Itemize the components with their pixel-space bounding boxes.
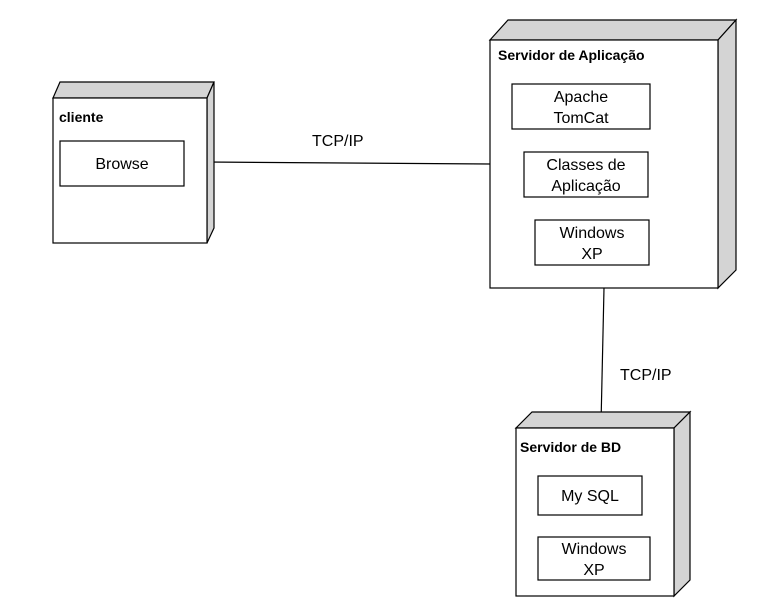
connection-line-app-bd bbox=[600, 287, 605, 425]
component-classes-aplicacao-line1: Classes de bbox=[546, 157, 625, 174]
component-windows-xp-app: Windows XP bbox=[534, 219, 650, 266]
component-windows-xp-bd-line1: Windows bbox=[562, 541, 627, 558]
node-bd-top-face bbox=[514, 411, 692, 429]
component-browse-label: Browse bbox=[95, 156, 148, 173]
node-servidor-aplicacao: Servidor de Aplicação Apache TomCat Clas… bbox=[488, 18, 738, 290]
component-mysql-label: My SQL bbox=[561, 488, 619, 505]
component-browse: Browse bbox=[59, 140, 185, 187]
node-cliente: cliente Browse bbox=[52, 81, 215, 244]
component-windows-xp-app-line2: XP bbox=[581, 246, 602, 263]
component-apache-tomcat-line1: Apache bbox=[554, 89, 608, 106]
node-app-top-face bbox=[488, 19, 738, 41]
connection-line-cliente-app bbox=[205, 161, 491, 165]
component-windows-xp-bd: Windows XP bbox=[537, 536, 651, 581]
node-servidor-bd: Servidor de BD My SQL Windows XP bbox=[514, 410, 692, 598]
component-classes-aplicacao-line2: Aplicação bbox=[551, 178, 620, 195]
component-windows-xp-bd-line2: XP bbox=[583, 562, 604, 579]
node-bd-title: Servidor de BD bbox=[520, 439, 621, 455]
component-apache-tomcat-line2: TomCat bbox=[553, 110, 609, 127]
node-bd-side-face bbox=[673, 410, 691, 598]
component-mysql: My SQL bbox=[537, 475, 643, 516]
component-classes-aplicacao: Classes de Aplicação bbox=[523, 151, 649, 198]
connection-label-app-bd: TCP/IP bbox=[620, 367, 672, 384]
connection-label-cliente-app: TCP/IP bbox=[312, 133, 364, 150]
node-cliente-title: cliente bbox=[59, 109, 104, 125]
component-apache-tomcat: Apache TomCat bbox=[511, 83, 651, 130]
node-app-title: Servidor de Aplicação bbox=[498, 47, 645, 63]
node-app-side-face bbox=[717, 18, 737, 290]
node-cliente-top-face bbox=[52, 81, 215, 99]
component-windows-xp-app-line1: Windows bbox=[560, 225, 625, 242]
node-cliente-side-face bbox=[206, 81, 215, 244]
